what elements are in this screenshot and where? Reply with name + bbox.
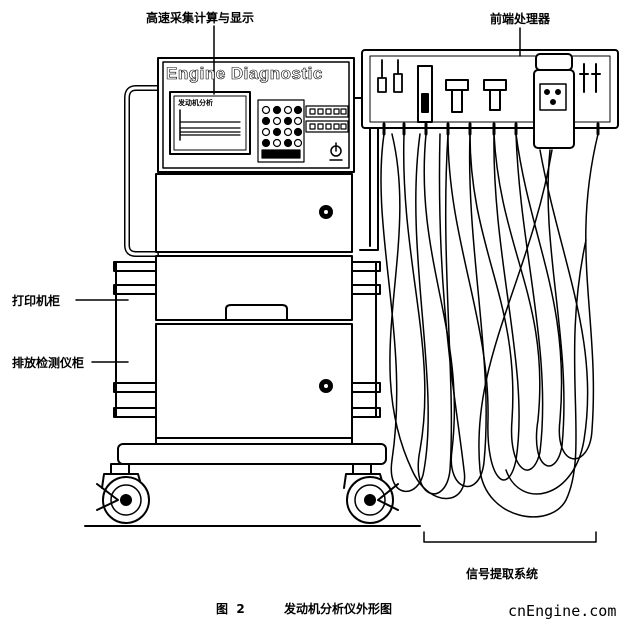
screen-title: 发动机分析 — [178, 99, 213, 107]
brand-text: Engine Diagnostic — [166, 64, 323, 84]
watermark: cnEngine.com — [508, 602, 617, 620]
signal-bracket — [423, 531, 597, 543]
figure-title: 发动机分析仪外形图 — [284, 602, 393, 616]
figure-number: 图 2 — [216, 602, 245, 616]
label-exhaust: 排放检测仪柜 — [12, 356, 85, 370]
cart-base — [117, 437, 387, 465]
label-display: 高速采集计算与显示 — [146, 11, 255, 25]
label-printer: 打印机柜 — [12, 294, 61, 308]
digital-readouts — [305, 105, 349, 133]
exhaust-cabinet — [155, 323, 353, 439]
frontend-rack — [361, 49, 619, 149]
label-signal: 信号提取系统 — [466, 567, 539, 581]
printer-cabinet — [155, 255, 353, 321]
signal-cables — [380, 133, 599, 518]
display-unit — [157, 57, 355, 173]
keypad — [257, 99, 305, 163]
printer-slot — [225, 304, 288, 321]
left-caster — [96, 463, 150, 524]
right-caster — [343, 463, 399, 524]
label-frontend: 前端处理器 — [490, 12, 551, 26]
